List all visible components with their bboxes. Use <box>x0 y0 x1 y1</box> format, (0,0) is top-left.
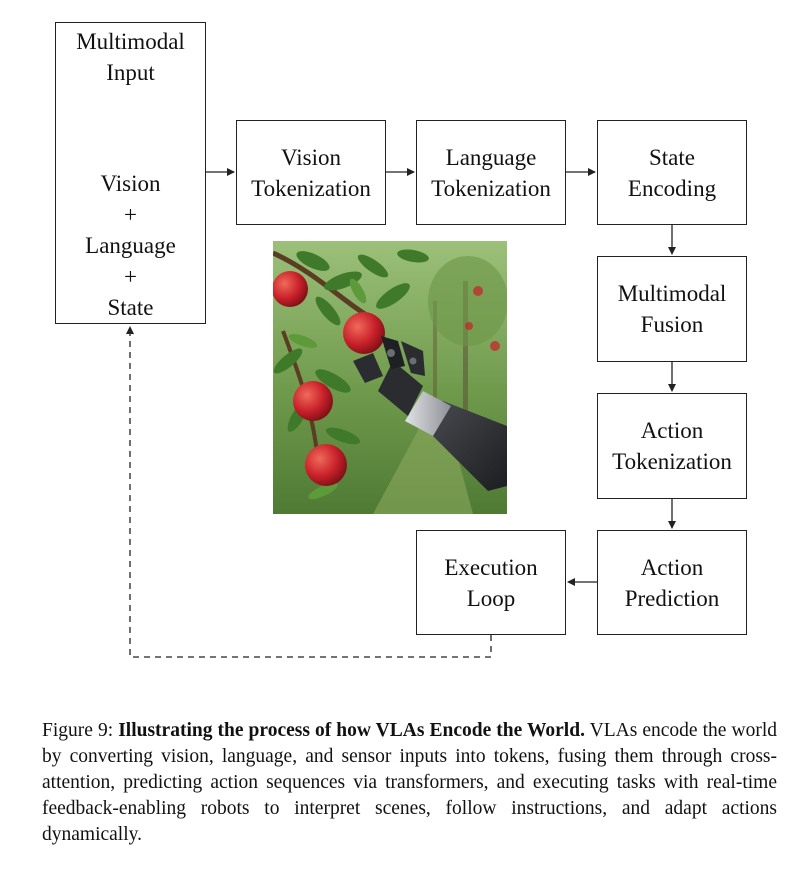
execution-loop-line2: Loop <box>466 585 516 611</box>
vision-tokenization-line1: Vision <box>281 144 341 170</box>
caption-title: Illustrating the process of how VLAs Enc… <box>118 720 585 741</box>
input-title-line2: Input <box>106 60 155 85</box>
state-encoding-line1: State <box>649 144 695 170</box>
language-tokenization-line2: Tokenization <box>431 175 551 201</box>
figure-caption: Figure 9: Illustrating the process of ho… <box>42 718 777 848</box>
action-prediction-line2: Prediction <box>624 585 720 611</box>
action-prediction-box: Action Prediction <box>597 530 747 635</box>
feedback-loop-dashed-arrow <box>126 326 492 658</box>
multimodal-input-box: Multimodal Input Vision + Language + Sta… <box>55 22 206 324</box>
flow-arrows <box>126 168 676 658</box>
language-tokenization-line1: Language <box>445 144 537 170</box>
caption-label: Figure 9: <box>42 720 114 741</box>
action-tokenization-box: Action Tokenization <box>597 393 747 499</box>
action-prediction-line1: Action <box>640 554 704 580</box>
multimodal-fusion-line2: Fusion <box>640 312 704 337</box>
vision-tokenization-line2: Tokenization <box>251 175 371 201</box>
state-encoding-box: State Encoding <box>597 120 747 225</box>
action-tokenization-line1: Action <box>640 418 704 443</box>
multimodal-fusion-line1: Multimodal <box>617 281 727 306</box>
execution-loop-box: Execution Loop <box>416 530 566 635</box>
input-plus-1: + <box>124 202 137 227</box>
execution-loop-line1: Execution <box>444 554 538 580</box>
caption-text: VLAs encode the world by converting visi… <box>42 720 778 845</box>
multimodal-fusion-box: Multimodal Fusion <box>597 256 747 362</box>
state-encoding-line2: Encoding <box>627 175 717 201</box>
input-state-label: State <box>107 295 154 320</box>
vision-tokenization-box: Vision Tokenization <box>236 120 386 225</box>
robot-apple-picking-photo <box>273 241 507 514</box>
input-vision-label: Vision <box>100 171 161 196</box>
language-tokenization-box: Language Tokenization <box>416 120 566 225</box>
input-title-line1: Multimodal <box>76 29 185 54</box>
action-tokenization-line2: Tokenization <box>612 449 732 474</box>
input-language-label: Language <box>85 233 176 258</box>
input-plus-2: + <box>124 264 137 289</box>
